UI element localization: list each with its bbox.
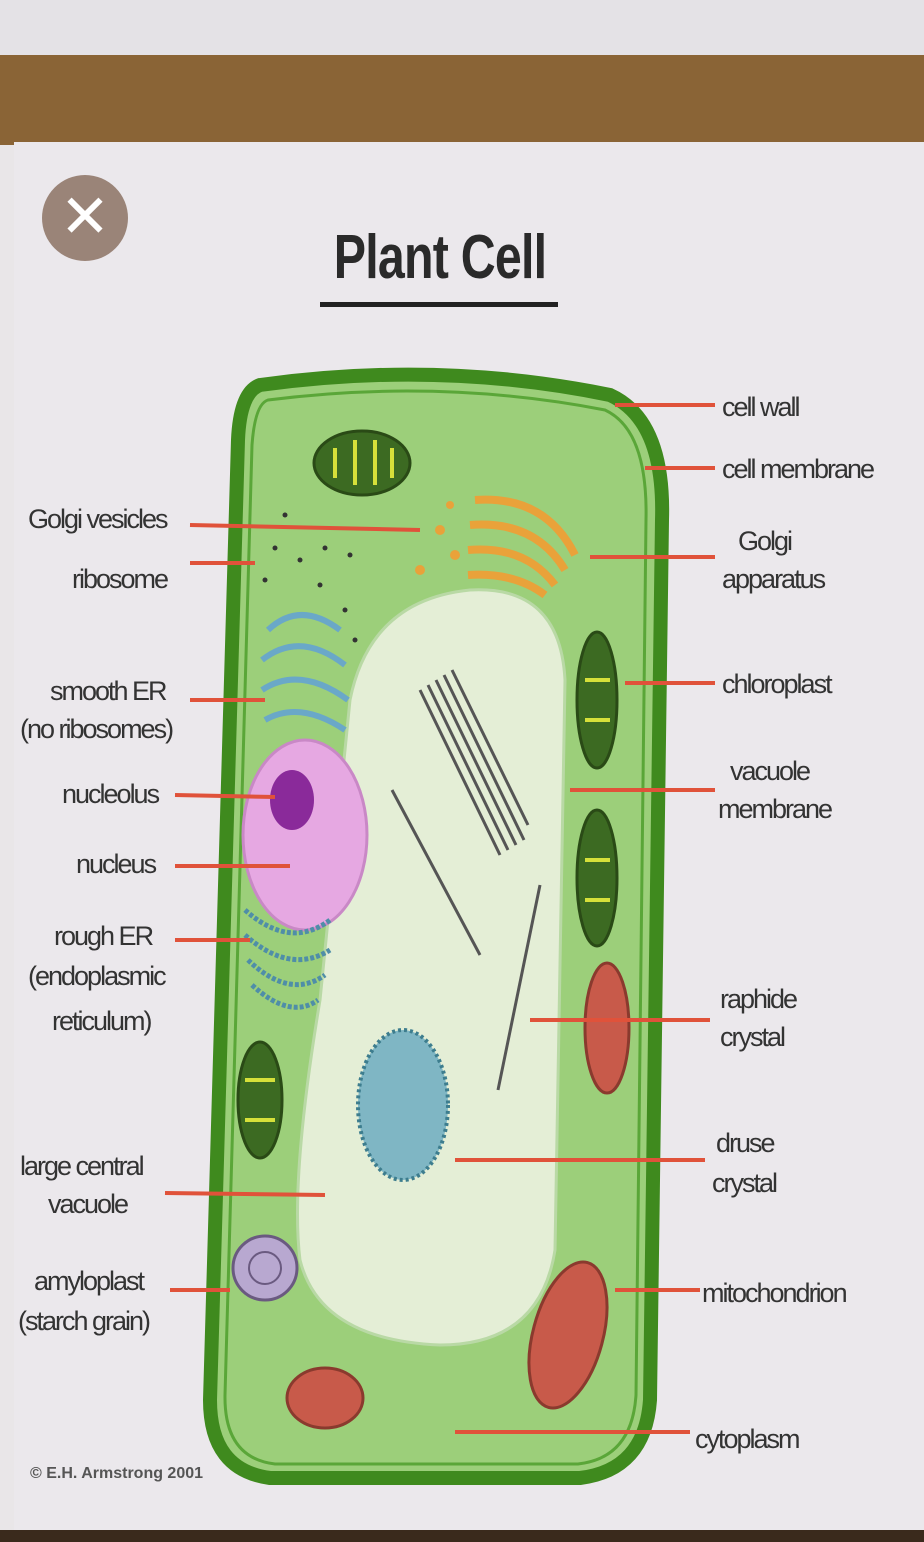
chloroplasts xyxy=(236,429,619,1160)
label-raphide-line1: raphide xyxy=(720,984,797,1014)
raphide-crystals xyxy=(390,669,542,1091)
label-rough-er-line1: rough ER xyxy=(54,921,154,951)
label-golgi-vesicles: Golgi vesicles xyxy=(28,504,168,534)
label-vacuole-line2: vacuole xyxy=(48,1189,128,1219)
label-rough-er-line3: reticulum) xyxy=(52,1006,152,1036)
smooth-er xyxy=(260,612,350,733)
label-golgi-line2: apparatus xyxy=(722,564,826,594)
label-raphide-line2: crystal xyxy=(720,1022,785,1052)
label-ribosome: ribosome xyxy=(72,564,168,594)
ribosomes xyxy=(262,512,358,643)
label-vacuole-membrane-line2: membrane xyxy=(718,794,832,824)
large-central-vacuole xyxy=(296,588,567,1347)
mitochondria xyxy=(285,961,631,1430)
cell-membrane xyxy=(223,389,648,1466)
amyloplast-ring xyxy=(248,1251,282,1285)
label-nucleus: nucleus xyxy=(76,849,157,879)
label-vacuole-line1: large central xyxy=(20,1151,144,1181)
copyright: © E.H. Armstrong 2001 xyxy=(30,1465,203,1482)
amyloplast xyxy=(231,1234,299,1302)
nucleolus xyxy=(270,770,314,830)
label-cell-wall: cell wall xyxy=(722,392,800,422)
label-nucleolus: nucleolus xyxy=(62,779,160,809)
label-smooth-er-line1: smooth ER xyxy=(50,676,167,706)
rough-er xyxy=(243,908,332,1010)
label-arrows xyxy=(164,403,715,1434)
screen-top xyxy=(0,0,924,55)
label-amyloplast-line1: amyloplast xyxy=(34,1266,146,1296)
golgi-apparatus xyxy=(467,495,579,599)
page-title: Plant Cell xyxy=(333,223,547,292)
nucleus xyxy=(241,738,369,932)
label-druse-line1: druse xyxy=(716,1128,775,1158)
label-smooth-er-line2: (no ribosomes) xyxy=(20,714,173,744)
label-cell-membrane: cell membrane xyxy=(722,454,874,484)
title-underline xyxy=(320,302,558,307)
close-button[interactable]: ✕ xyxy=(42,175,128,261)
label-chloroplast: chloroplast xyxy=(722,669,833,699)
golgi-vesicles xyxy=(415,501,460,575)
label-druse-line2: crystal xyxy=(712,1168,777,1198)
brown-header-band xyxy=(0,55,924,145)
label-rough-er-line2: (endoplasmic xyxy=(28,961,166,991)
thylakoid-stripes xyxy=(245,440,610,1122)
label-mitochondrion: mitochondrion xyxy=(702,1278,847,1308)
druse-crystal xyxy=(356,1028,450,1182)
close-icon: ✕ xyxy=(59,183,111,250)
label-amyloplast-line2: (starch grain) xyxy=(18,1306,150,1336)
label-cytoplasm: cytoplasm xyxy=(695,1424,799,1454)
label-golgi-line1: Golgi xyxy=(738,526,792,556)
label-vacuole-membrane-line1: vacuole xyxy=(730,756,810,786)
screen-bottom xyxy=(0,1530,924,1542)
